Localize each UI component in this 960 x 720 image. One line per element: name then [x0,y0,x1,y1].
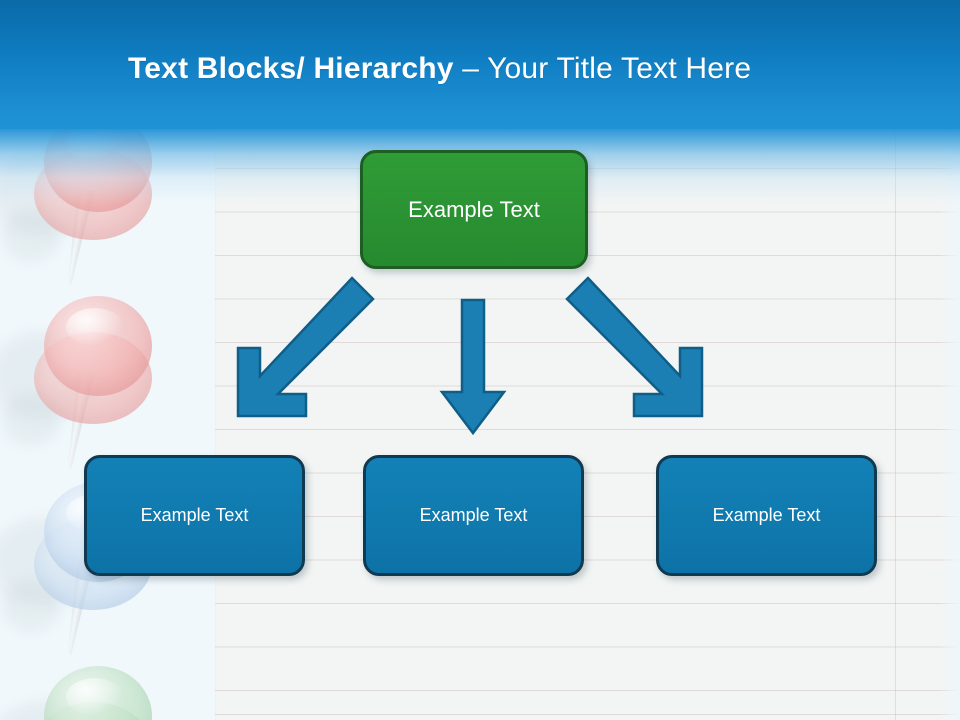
page-title-bold: Text Blocks/ Hierarchy [128,52,454,85]
page-title-separator: – [453,52,488,85]
hierarchy-root-node[interactable]: Example Text [360,150,588,269]
arrow-down-icon [439,298,507,436]
hierarchy-child-label-2: Example Text [419,505,528,525]
hierarchy-child-node-3[interactable]: Example Text [656,455,877,576]
arrow-down-right-icon [565,276,704,418]
hierarchy-root-label: Example Text [408,196,540,222]
title-bar [0,0,960,129]
page-title: Text Blocks/ Hierarchy – Your Title Text… [128,52,751,86]
paper-vertical-line [895,0,896,720]
page-title-light: Your Title Text Here [487,52,752,85]
arrow-down-left-icon [236,276,375,418]
hierarchy-child-label-3: Example Text [712,505,821,525]
hierarchy-child-node-1[interactable]: Example Text [84,455,305,576]
hierarchy-child-node-2[interactable]: Example Text [363,455,584,576]
hierarchy-child-label-1: Example Text [140,505,249,525]
